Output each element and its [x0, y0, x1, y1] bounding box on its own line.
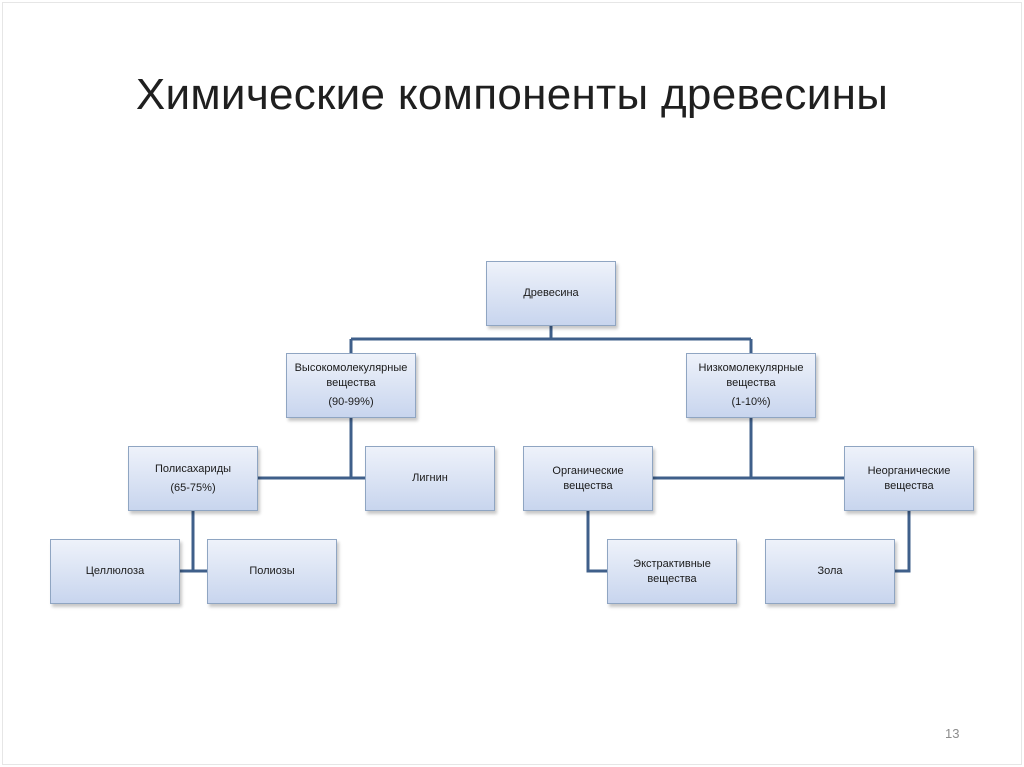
node-wood-label: Древесина — [523, 287, 579, 299]
connector-poly — [180, 511, 207, 573]
node-polyoses: Полиозы — [207, 539, 337, 604]
node-poly-label: Полисахариды — [154, 462, 232, 475]
node-high-label-2: вещества — [326, 377, 376, 389]
node-low-label-2: вещества — [726, 377, 776, 389]
node-ash-label: Зола — [817, 565, 843, 577]
node-organic-label-1: Органические — [552, 464, 624, 477]
page-number: 13 — [945, 726, 960, 741]
node-high-molecular: Высокомолекулярные вещества (90-99%) — [286, 353, 416, 418]
node-low-percent: (1-10%) — [731, 396, 771, 408]
node-lignin: Лигнин — [365, 446, 495, 511]
node-cellulose: Целлюлоза — [50, 539, 180, 604]
node-low-label-1: Низкомолекулярные — [698, 362, 804, 374]
node-extractive-label-2: вещества — [647, 572, 697, 585]
node-polysaccharides: Полисахариды (65-75%) — [128, 446, 258, 511]
node-wood: Древесина — [486, 261, 616, 326]
node-organic-label-2: вещества — [563, 479, 613, 492]
connector-wood — [349, 326, 753, 353]
node-high-percent: (90-99%) — [328, 396, 374, 408]
node-high-label-1: Высокомолекулярные — [294, 362, 408, 374]
node-poly-percent: (65-75%) — [170, 481, 216, 494]
node-low-molecular: Низкомолекулярные вещества (1-10%) — [686, 353, 816, 418]
node-cellulose-label: Целлюлоза — [85, 565, 145, 577]
node-extractive: Экстрактивные вещества — [607, 539, 737, 604]
slide-title: Химические компоненты древесины — [135, 70, 889, 119]
node-inorganic-label-1: Неорганические — [867, 464, 951, 477]
node-polyoses-label: Полиозы — [249, 565, 295, 577]
connector-organic — [586, 511, 607, 573]
node-lignin-label: Лигнин — [412, 472, 448, 484]
connector-inorganic — [895, 511, 911, 573]
node-organic: Органические вещества — [523, 446, 653, 511]
node-ash: Зола — [765, 539, 895, 604]
node-extractive-label-1: Экстрактивные — [633, 557, 711, 570]
node-inorganic-label-2: вещества — [884, 479, 934, 492]
node-inorganic: Неорганические вещества — [844, 446, 974, 511]
connector-low — [653, 418, 844, 480]
connector-high — [258, 418, 365, 480]
